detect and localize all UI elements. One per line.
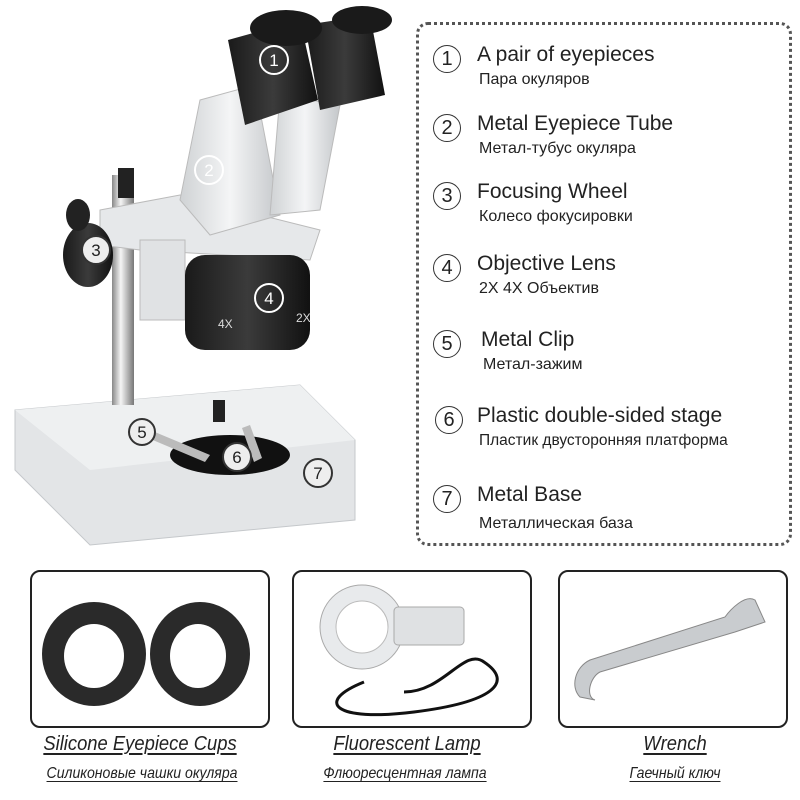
accessory-subtitle: Флюоресцентная лампа <box>323 765 487 782</box>
part-title: Plastic double-sided stage <box>477 404 723 427</box>
svg-text:6: 6 <box>232 448 241 467</box>
callout-3: 3 <box>81 235 111 265</box>
callout-4: 4 <box>254 283 284 313</box>
lens-marking: 2X <box>296 311 311 325</box>
part-subtitle: Метал-зажим <box>483 356 583 373</box>
callout-5: 5 <box>128 418 156 446</box>
number-badge: 1 <box>433 45 461 73</box>
part-title: Metal Clip <box>481 328 575 351</box>
part-subtitle: 2X 4X Объектив <box>479 280 599 297</box>
part-title: Objective Lens <box>477 252 616 275</box>
number-badge: 3 <box>433 182 461 210</box>
callout-2: 2 <box>194 155 224 185</box>
accessory-fluorescent-lamp-image <box>292 570 532 728</box>
accessory-subtitle: Силиконовые чашки окуляра <box>46 765 238 782</box>
objective-lens <box>185 255 310 350</box>
accessory-subtitle: Гаечный ключ <box>629 765 721 782</box>
accessory-wrench-image <box>558 570 788 728</box>
part-subtitle: Металлическая база <box>479 515 633 532</box>
accessory-title: Fluorescent Lamp <box>333 733 481 755</box>
metal-clip <box>148 430 210 462</box>
svg-text:2: 2 <box>204 161 213 180</box>
part-subtitle: Колесо фокусировки <box>479 208 633 225</box>
part-title: Metal Eyepiece Tube <box>477 112 674 135</box>
part-subtitle: Пластик двусторонняя платформа <box>479 432 728 449</box>
part-title: Focusing Wheel <box>477 180 628 203</box>
svg-text:1: 1 <box>269 51 278 70</box>
svg-text:4: 4 <box>264 289 273 308</box>
number-badge: 4 <box>433 254 461 282</box>
part-title: A pair of eyepieces <box>477 43 655 66</box>
accessory-eyepiece-cups-image <box>30 570 270 728</box>
svg-text:5: 5 <box>137 423 146 442</box>
callout-6: 6 <box>222 442 252 472</box>
part-subtitle: Метал-тубус окуляра <box>479 140 636 157</box>
callout-1: 1 <box>259 45 289 75</box>
number-badge: 5 <box>433 330 461 358</box>
accessory-title: Silicone Eyepiece Cups <box>43 733 237 755</box>
lens-marking: 4X <box>218 317 233 331</box>
microscope-image: 4X 2X 1 2 3 4 5 6 7 <box>14 6 392 546</box>
callout-7: 7 <box>303 458 333 488</box>
part-title: Metal Base <box>477 483 583 506</box>
svg-text:7: 7 <box>313 464 322 483</box>
svg-text:3: 3 <box>91 241 100 260</box>
part-subtitle: Пара окуляров <box>479 71 590 88</box>
accessory-title: Wrench <box>643 733 707 755</box>
parts-list: 1 A pair of eyepieces Пара окуляров 2 Me… <box>416 22 792 546</box>
eyepiece <box>228 20 318 125</box>
number-badge: 6 <box>435 406 463 434</box>
number-badge: 2 <box>433 114 461 142</box>
number-badge: 7 <box>433 485 461 513</box>
